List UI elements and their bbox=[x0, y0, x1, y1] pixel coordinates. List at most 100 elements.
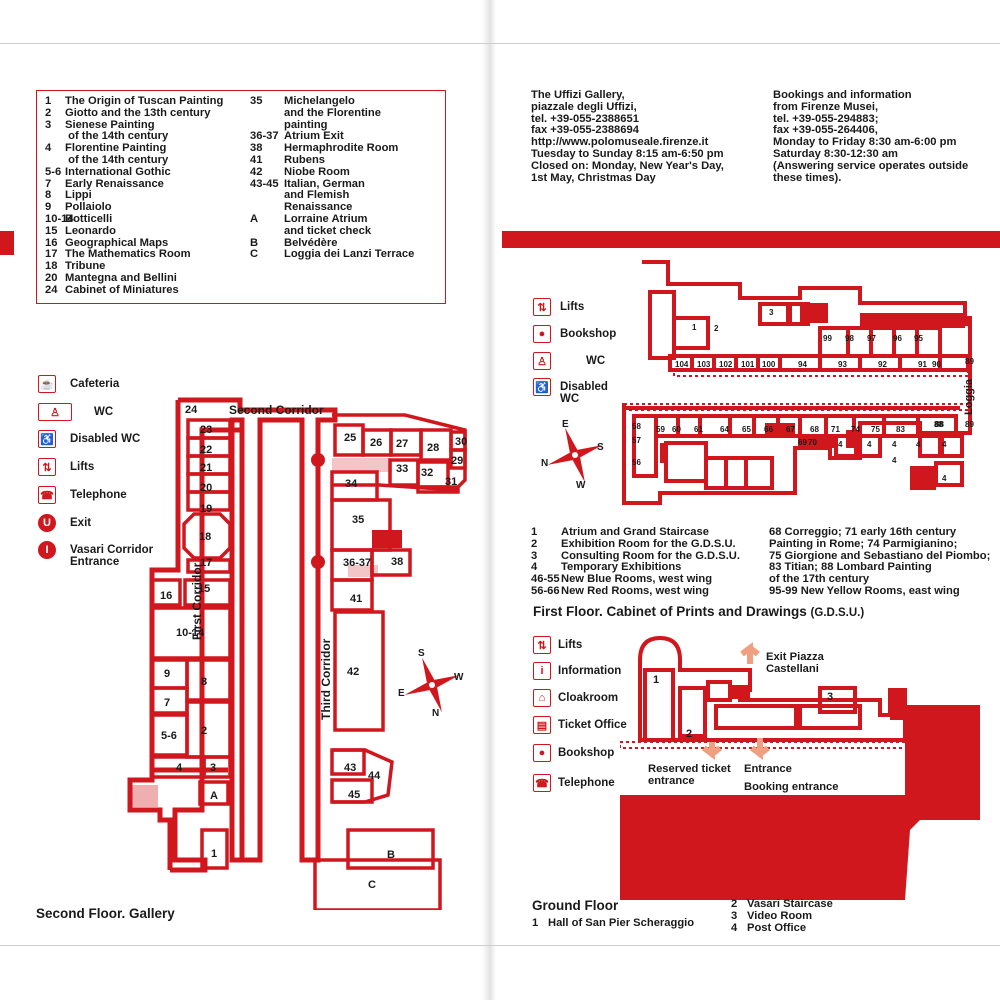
room-label: 2 bbox=[201, 725, 208, 737]
room-label: 4 bbox=[916, 440, 921, 449]
symbol-label: Lifts bbox=[560, 301, 585, 313]
room-label: 5-6 bbox=[161, 730, 177, 742]
first-corridor-label: First Corridor bbox=[190, 562, 204, 640]
compass-left-w: W bbox=[454, 672, 464, 683]
room-label: 96 bbox=[893, 334, 902, 343]
compass-right-e: E bbox=[562, 419, 569, 430]
legend-number: 2 bbox=[731, 898, 738, 910]
room-label: 57 bbox=[632, 436, 641, 445]
room-label: 24 bbox=[185, 404, 198, 416]
room-label: 4 bbox=[867, 440, 872, 449]
legend-text: Sienese Painting of the 14th century bbox=[65, 118, 169, 143]
room-label: 7 bbox=[164, 697, 171, 709]
room-label: 3 bbox=[210, 762, 217, 774]
room-label: 71 bbox=[831, 425, 840, 434]
legend-text: Loggia dei Lanzi Terrace bbox=[284, 248, 415, 261]
legend-text: Michelangelo and the Florentine painting bbox=[284, 95, 381, 131]
booking-entrance-label: Booking entrance bbox=[744, 781, 839, 793]
legend-text: Early Renaissance bbox=[65, 177, 164, 190]
room-label: 4 bbox=[892, 456, 897, 465]
room-label: B bbox=[387, 849, 395, 861]
first-floor-title-main: First Floor. Cabinet of Prints and Drawi… bbox=[533, 604, 807, 619]
third-corridor-label: Third Corridor bbox=[319, 638, 333, 720]
symbol-label: Bookshop bbox=[560, 328, 617, 340]
legend-text: Video Room bbox=[747, 910, 813, 922]
legend-number: 4 bbox=[531, 561, 538, 574]
room-label: 1 bbox=[692, 323, 697, 332]
legend-number: 7 bbox=[45, 177, 52, 190]
legend-text: Giotto and the 13th century bbox=[65, 106, 211, 119]
room-label: 89 bbox=[965, 420, 974, 429]
legend-text: Tribune bbox=[65, 260, 106, 273]
legend-number: 36-37 bbox=[250, 130, 279, 143]
legend-number: 1 bbox=[532, 917, 539, 929]
room-label: 74 bbox=[851, 425, 860, 434]
room-label: 29 bbox=[451, 455, 464, 467]
room-label: 60 bbox=[672, 425, 681, 434]
second-corridor-label: Second Corridor bbox=[229, 403, 324, 417]
room-label: 88 bbox=[935, 420, 944, 429]
legend-text: Post Office bbox=[747, 922, 807, 934]
room-label: 44 bbox=[368, 770, 381, 782]
room-label: 28 bbox=[427, 442, 440, 454]
legend-number: 5-6 bbox=[45, 165, 62, 178]
legend-text: New Red Rooms, west wing bbox=[561, 584, 709, 597]
room-label: 66 bbox=[764, 425, 773, 434]
room-label: 94 bbox=[798, 360, 807, 369]
room-label: 36-37 bbox=[343, 557, 372, 569]
cafeteria-icon: ☕ bbox=[38, 375, 56, 393]
left-red-tab bbox=[0, 231, 14, 255]
legend-text: Hermaphrodite Room bbox=[284, 142, 399, 155]
room-label: 67 bbox=[786, 425, 795, 434]
legend-number: A bbox=[250, 212, 259, 225]
legend-text: Botticelli bbox=[65, 212, 113, 225]
compass-rose-left bbox=[404, 657, 460, 713]
cloakroom-icon: ⌂ bbox=[533, 689, 551, 707]
room-label: 42 bbox=[347, 666, 360, 678]
page-fold bbox=[482, 0, 496, 1000]
room-label: 4 bbox=[176, 762, 183, 774]
disabled-wc-icon: ♿ bbox=[533, 378, 551, 396]
room-label: 61 bbox=[694, 425, 703, 434]
symbol-label: Lifts bbox=[70, 461, 95, 473]
legend-number: B bbox=[250, 236, 259, 249]
legend-number: 41 bbox=[250, 153, 263, 166]
lifts-icon: ⇅ bbox=[533, 636, 551, 654]
room-label: 26 bbox=[370, 437, 383, 449]
compass-right-w: W bbox=[576, 480, 586, 491]
room-label: 4 bbox=[838, 440, 843, 449]
legend-number: 10-14 bbox=[45, 212, 74, 225]
room-label: 68 bbox=[810, 425, 819, 434]
room-label: 99 bbox=[823, 334, 832, 343]
room-label: 90 bbox=[932, 360, 941, 369]
legend-text: Pollaiolo bbox=[65, 201, 112, 214]
second-floor-map bbox=[127, 397, 467, 910]
legend-text: International Gothic bbox=[65, 165, 171, 178]
telephone-icon: ☎ bbox=[38, 486, 56, 504]
symbol-label: Telephone bbox=[70, 489, 127, 501]
legend-number: 43-45 bbox=[250, 177, 279, 190]
legend-number: 38 bbox=[250, 142, 263, 155]
telephone-icon: ☎ bbox=[533, 774, 551, 792]
room-label: 27 bbox=[396, 438, 409, 450]
wc-icon: ♙ bbox=[533, 352, 551, 370]
room-label: 16 bbox=[160, 590, 173, 602]
legend-number: 15 bbox=[45, 224, 58, 237]
legend-text: Vasari Staircase bbox=[747, 898, 833, 910]
